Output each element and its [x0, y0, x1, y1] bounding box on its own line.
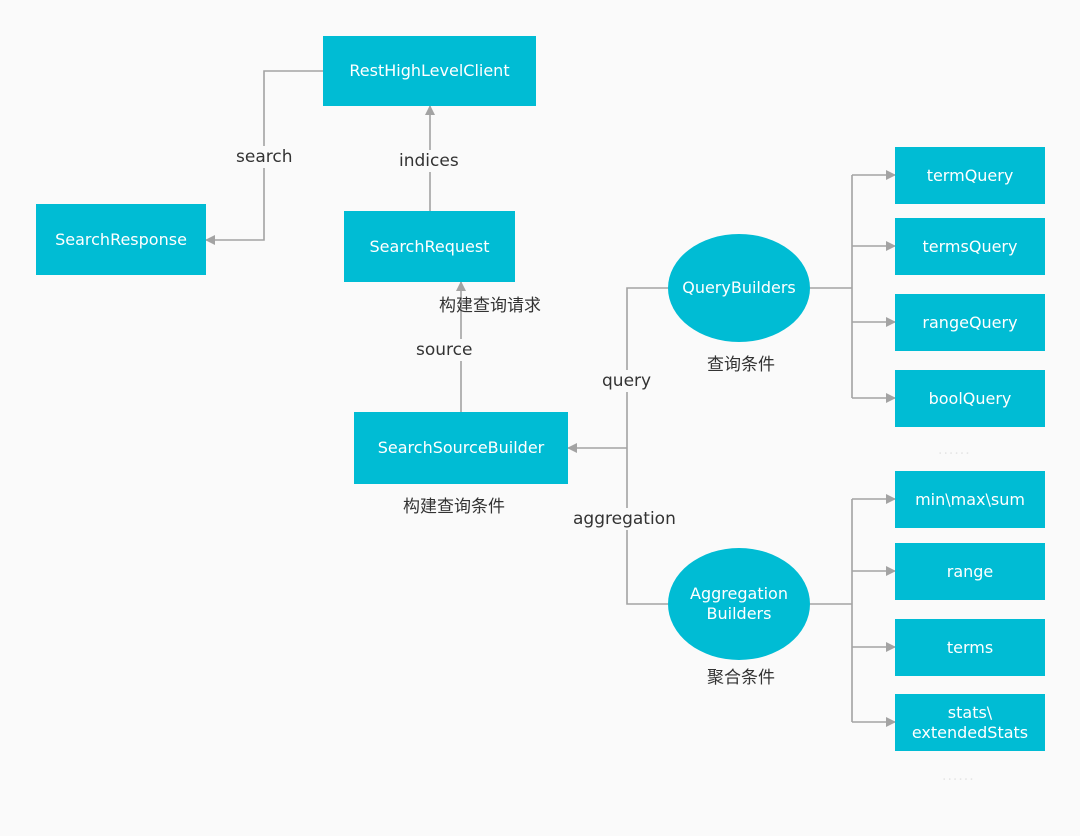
node-term-query: termQuery — [895, 147, 1045, 204]
edge-label-aggregation: aggregation — [572, 508, 677, 530]
node-rest-high-level-client: RestHighLevelClient — [323, 36, 536, 106]
node-bool-query: boolQuery — [895, 370, 1045, 427]
node-label: Aggregation Builders — [690, 584, 788, 623]
node-terms: terms — [895, 619, 1045, 676]
node-search-source-builder: SearchSourceBuilder — [354, 412, 568, 484]
node-label: SearchSourceBuilder — [377, 438, 545, 457]
edge-label-indices: indices — [398, 150, 460, 172]
node-search-request: SearchRequest — [344, 211, 515, 282]
node-range-query: rangeQuery — [895, 294, 1045, 351]
node-label: QueryBuilders — [682, 278, 796, 297]
annotation-query-conditions: 查询条件 — [707, 355, 775, 375]
edge-label-search: search — [235, 146, 294, 168]
node-label: RestHighLevelClient — [349, 61, 510, 80]
node-label: SearchResponse — [55, 229, 187, 249]
edge-label-source: source — [415, 339, 474, 361]
node-label: stats\ extendedStats — [911, 702, 1029, 742]
node-label: boolQuery — [928, 388, 1012, 408]
node-search-response: SearchResponse — [36, 204, 206, 275]
annotation-build-request: 构建查询请求 — [439, 296, 541, 316]
node-label: termsQuery — [922, 236, 1018, 256]
node-range: range — [895, 543, 1045, 600]
node-label: SearchRequest — [369, 236, 490, 256]
node-label: terms — [946, 637, 994, 657]
node-label: rangeQuery — [922, 312, 1018, 332]
edge-aggregation — [626, 448, 668, 605]
node-label: termQuery — [926, 165, 1014, 185]
node-min-max-sum: min\max\sum — [895, 471, 1045, 528]
node-aggregation-builders: Aggregation Builders — [668, 548, 810, 660]
node-label: range — [946, 561, 994, 581]
annotation-build-conditions: 构建查询条件 — [403, 497, 505, 517]
node-terms-query: termsQuery — [895, 218, 1045, 275]
query-more-ellipsis: ...... — [938, 442, 971, 458]
aggregation-more-ellipsis: ...... — [942, 768, 975, 784]
node-stats-extended-stats: stats\ extendedStats — [895, 694, 1045, 751]
edge-label-query: query — [601, 370, 653, 392]
edge-query — [626, 287, 668, 448]
node-query-builders: QueryBuilders — [668, 234, 810, 342]
annotation-aggregation-conditions: 聚合条件 — [707, 668, 775, 688]
node-label: min\max\sum — [915, 489, 1025, 509]
